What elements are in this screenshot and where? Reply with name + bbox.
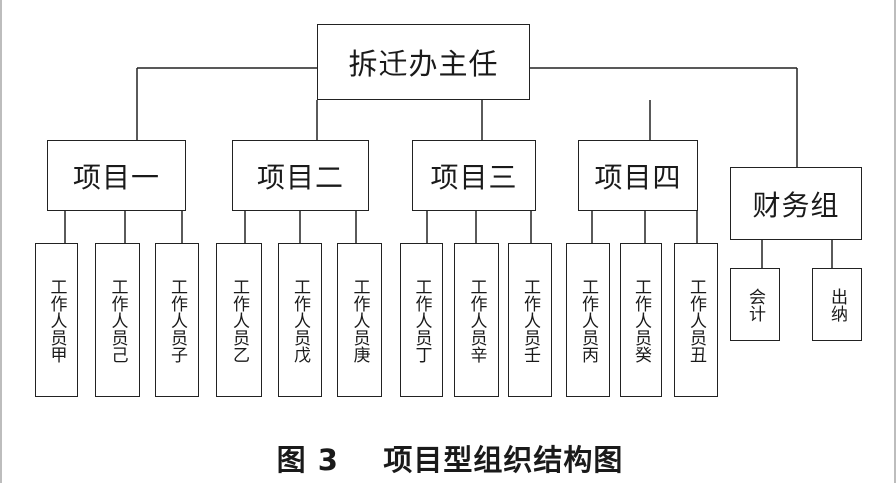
figure-caption: 图 3 项目型组织结构图 xyxy=(276,443,624,477)
staff-label: 工作人员丑 xyxy=(686,277,706,363)
staff-label: 工作人员壬 xyxy=(520,277,540,363)
staff-label: 工作人员辛 xyxy=(466,277,487,363)
project-label: 项目四 xyxy=(594,160,682,194)
director-label: 拆迁办主任 xyxy=(348,47,499,81)
director-node: 拆迁办主任 xyxy=(317,24,530,100)
staff-node: 工作人员癸 xyxy=(620,243,662,397)
staff-node: 工作人员己 xyxy=(95,243,140,397)
project-label: 项目二 xyxy=(256,160,344,194)
project-node-3: 项目三 xyxy=(412,140,536,211)
staff-label: 工作人员丙 xyxy=(578,277,598,363)
staff-label: 工作人员甲 xyxy=(46,277,67,363)
staff-node: 工作人员丁 xyxy=(400,243,443,397)
staff-node: 工作人员丙 xyxy=(566,243,610,397)
staff-label: 工作人员戊 xyxy=(290,277,310,363)
staff-node: 工作人员丑 xyxy=(674,243,718,397)
staff-label: 工作人员庚 xyxy=(349,277,370,363)
staff-label: 工作人员己 xyxy=(107,277,128,363)
staff-label: 工作人员子 xyxy=(167,277,187,363)
staff-label: 工作人员癸 xyxy=(631,277,651,363)
finance-label: 财务组 xyxy=(752,188,840,222)
project-node-4: 项目四 xyxy=(578,140,698,211)
staff-node: 工作人员壬 xyxy=(508,243,552,397)
staff-node: 工作人员戊 xyxy=(278,243,322,397)
staff-node: 工作人员庚 xyxy=(337,243,382,397)
staff-label: 工作人员丁 xyxy=(411,277,432,363)
finance-node: 财务组 xyxy=(730,167,862,240)
staff-label: 工作人员乙 xyxy=(229,277,249,363)
accountant-node: 会计 xyxy=(730,268,780,341)
project-label: 项目一 xyxy=(72,160,160,194)
project-label: 项目三 xyxy=(430,160,518,194)
staff-node: 工作人员辛 xyxy=(454,243,499,397)
staff-node: 工作人员甲 xyxy=(35,243,78,397)
cashier-node: 出纳 xyxy=(812,268,862,341)
accountant-label: 会计 xyxy=(745,287,765,322)
staff-node: 工作人员乙 xyxy=(216,243,262,397)
cashier-label: 出纳 xyxy=(827,287,847,322)
project-node-2: 项目二 xyxy=(232,140,369,211)
project-node-1: 项目一 xyxy=(47,140,186,211)
staff-node: 工作人员子 xyxy=(155,243,199,397)
